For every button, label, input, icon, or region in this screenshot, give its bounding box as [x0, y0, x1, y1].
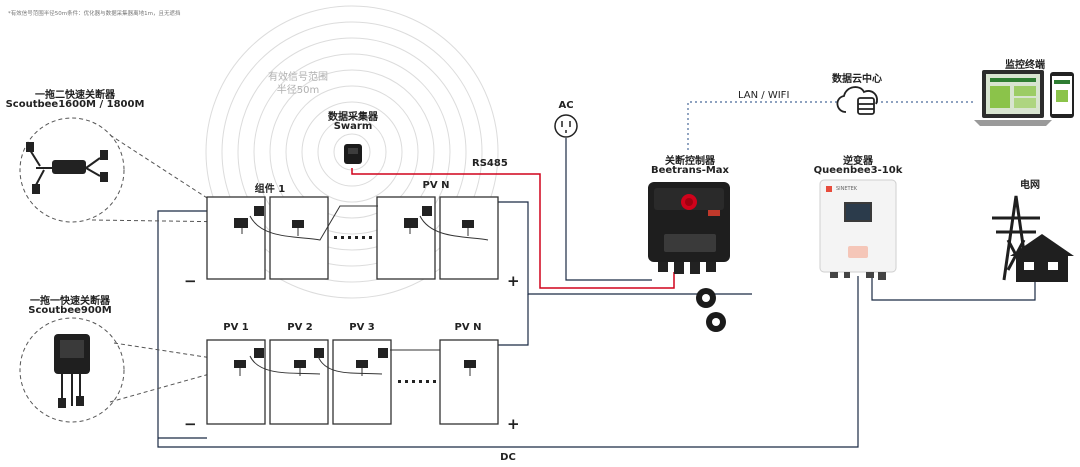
lan-wire: [687, 101, 976, 150]
house-icon: [1010, 234, 1074, 282]
inverter-model: Queenbee3-10k: [813, 165, 903, 176]
ac-socket-icon: [554, 114, 578, 138]
string2-label-1: PV 1: [223, 322, 249, 333]
string1-minus: −: [184, 272, 197, 290]
dc-wiring: [157, 201, 1036, 448]
monitor-terminal-icon: [974, 70, 1074, 126]
signal-range-label-2: 半径50m: [276, 85, 320, 96]
optimizers-string2: [234, 348, 476, 368]
rs485-label: RS485: [472, 158, 508, 169]
signal-range-circles: [205, 5, 499, 299]
pv-panels-string2: [206, 339, 499, 425]
string2-label-2: PV 2: [287, 322, 313, 333]
grid-label: 电网: [1020, 180, 1040, 191]
ac-label: AC: [558, 100, 574, 111]
monitor-label: 监控终端: [1005, 60, 1045, 71]
more-panels-dots: [334, 236, 436, 383]
inverter-icon: [819, 179, 897, 280]
string1-label-first: 组件 1: [254, 184, 286, 195]
optimizers-string1: [234, 206, 474, 228]
collector-name: 数据采集器: [328, 112, 378, 123]
string2-label-3: PV 3: [349, 322, 375, 333]
inverter-name: 逆变器: [843, 156, 873, 167]
device-bottom-name: 一拖一快速关断器: [30, 296, 110, 307]
scoutbee900m-icon: [54, 334, 90, 408]
device-bottom-model: Scoutbee900M: [28, 305, 112, 316]
controller-name: 关断控制器: [665, 156, 715, 167]
cloud-label: 数据云中心: [832, 74, 882, 85]
string1-plus: +: [507, 272, 520, 290]
device-top-name: 一拖二快速关断器: [35, 90, 115, 101]
rs485-wire: [351, 168, 675, 289]
inverter-brand: SINETEK: [836, 186, 858, 192]
string1-label-last: PV N: [422, 180, 450, 191]
string2-label-4: PV N: [454, 322, 482, 333]
controller-model: Beetrans-Max: [650, 165, 730, 176]
lan-wifi-label: LAN / WIFI: [738, 90, 790, 101]
device-top-model: Scoutbee1600M / 1800M: [5, 99, 145, 110]
signal-range-label-1: 有效信号范围: [268, 72, 328, 83]
string2-minus: −: [184, 415, 197, 433]
beetrans-max-controller-icon: [648, 182, 730, 274]
scoutbee1600m-icon: [26, 142, 108, 194]
pv-panels-string1: [206, 196, 499, 280]
cables-string1: [241, 205, 489, 241]
cables-string2: [239, 349, 471, 376]
swarm-collector-icon: [344, 144, 362, 164]
string2-plus: +: [507, 415, 520, 433]
current-sensor-icon: [696, 288, 726, 332]
ac-wire: [565, 138, 652, 281]
cloud-server-icon: [836, 86, 878, 115]
footnote-text: *有效信号范围半径50m条件：优化器与数据采集器离地1m，且无遮挡: [8, 11, 181, 17]
dc-label: DC: [500, 452, 516, 463]
collector-model: Swarm: [333, 121, 373, 132]
